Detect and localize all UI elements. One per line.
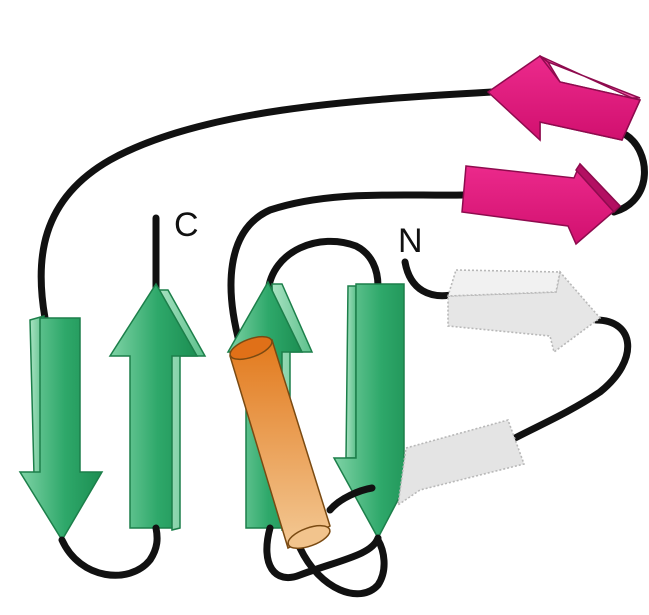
c-terminus-label: C bbox=[174, 206, 199, 244]
loop-strand1-to-strand2 bbox=[58, 524, 161, 579]
loop-bottom-helix-to-strand4 bbox=[263, 524, 382, 581]
loop-n-terminus bbox=[401, 258, 460, 300]
beta-strand-grey-lower bbox=[396, 419, 526, 507]
beta-strand-magenta-top-left bbox=[486, 54, 642, 142]
beta-strand-2-up bbox=[108, 282, 207, 531]
loop-strand1-to-top-magenta bbox=[37, 88, 496, 322]
n-terminus-label: N bbox=[398, 222, 423, 260]
loops-front bbox=[58, 484, 388, 598]
loop-bottom-long bbox=[296, 536, 388, 598]
loop-magenta-connector bbox=[610, 131, 648, 216]
beta-strand-4-down bbox=[332, 283, 422, 540]
loop-grey-connector bbox=[511, 316, 632, 442]
beta-strand-1-down bbox=[18, 315, 104, 542]
loop-strand4-to-grey bbox=[326, 484, 376, 514]
alpha-helix bbox=[229, 335, 331, 550]
loops-back bbox=[37, 88, 648, 442]
beta-strand-magenta-mid-right bbox=[461, 162, 622, 246]
beta-strand-grey-upper bbox=[446, 269, 602, 354]
loop-top-arch bbox=[264, 237, 382, 296]
loop-strand3-to-mid-magenta bbox=[227, 191, 468, 349]
